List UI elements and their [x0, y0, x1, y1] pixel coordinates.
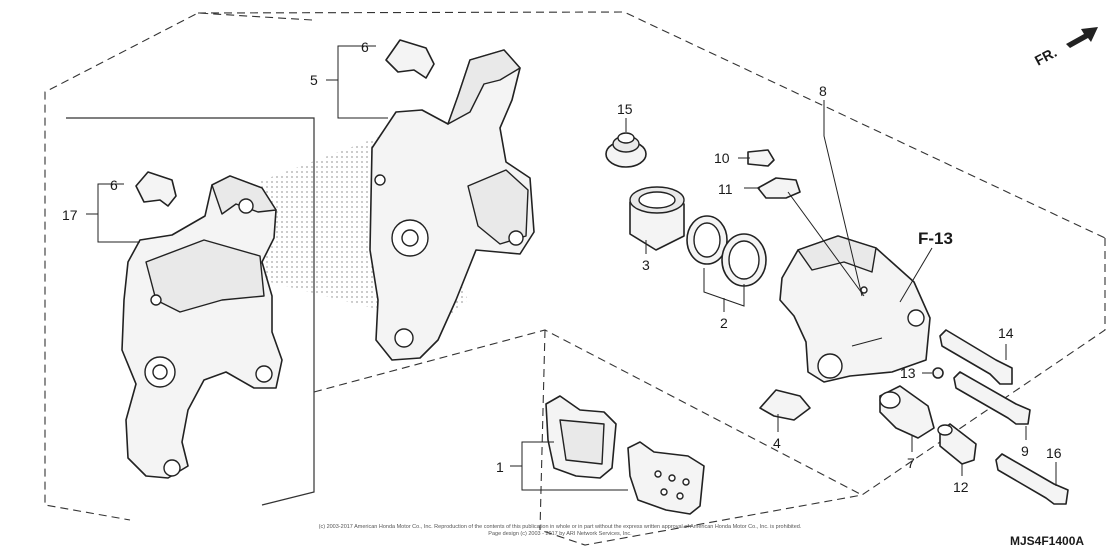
reference-label: F-13 [918, 229, 953, 248]
callout-15: 15 [617, 101, 633, 117]
part-4-clip-drawing [759, 389, 811, 421]
callout-14: 14 [998, 325, 1014, 341]
copyright-line-2: Page design (c) 2003 - 2017 by ARI Netwo… [488, 531, 632, 537]
part-12-sleeve-drawing [937, 423, 977, 465]
callout-2: 2 [720, 315, 728, 331]
part-7-boot-drawing [879, 385, 935, 439]
part-13-ring-drawing [932, 367, 944, 379]
front-label: FR. [1032, 44, 1059, 69]
part-14-pin-drawing [939, 329, 1013, 385]
bracket-group-frame [66, 117, 315, 506]
callout-6-top: 6 [361, 39, 369, 55]
caliper-body-drawing [779, 235, 931, 383]
callout-7: 7 [907, 455, 915, 471]
part-6-clip-left-drawing [135, 171, 177, 207]
part-1-pads-drawing [545, 395, 705, 515]
callout-1: 1 [496, 459, 504, 475]
callout-5: 5 [310, 72, 318, 88]
pad-group-frame [313, 329, 863, 531]
part-10-bleeder-drawing [747, 149, 775, 167]
callout-11: 11 [718, 181, 733, 197]
callout-9: 9 [1021, 443, 1029, 459]
callout-13: 13 [900, 365, 916, 381]
callout-10: 10 [714, 150, 730, 166]
callout-numbers: 6 5 6 17 15 10 11 3 2 8 14 13 9 7 12 16 … [62, 39, 1062, 495]
part-15-boot-drawing [605, 132, 647, 168]
part-17-bracket-drawing [121, 175, 283, 479]
part-11-plate-drawing [757, 177, 801, 199]
part-2-seals-drawing [686, 215, 767, 287]
callout-6-left: 6 [110, 177, 118, 193]
callout-leaders [86, 45, 1057, 491]
callout-8: 8 [819, 83, 827, 99]
part-5-bracket-drawing [369, 49, 535, 361]
callout-17: 17 [62, 207, 78, 223]
caliper-assembly-frame [44, 12, 1106, 546]
part-6-clip-top-drawing [385, 39, 435, 79]
front-direction-indicator: FR. [1032, 27, 1098, 69]
part-9-bolt-drawing [953, 371, 1031, 425]
callout-4: 4 [773, 435, 781, 451]
front-arrow-icon [1066, 27, 1098, 48]
copyright-line-1: (c) 2003-2017 American Honda Motor Co., … [319, 524, 802, 530]
part-16-bolt-drawing [995, 453, 1069, 505]
callout-3: 3 [642, 257, 650, 273]
part-3-piston-drawing [629, 186, 685, 251]
caliper-group-frame [197, 11, 1106, 239]
drawing-code: MJS4F1400A [1010, 534, 1084, 548]
callout-12: 12 [953, 479, 969, 495]
callout-16: 16 [1046, 445, 1062, 461]
